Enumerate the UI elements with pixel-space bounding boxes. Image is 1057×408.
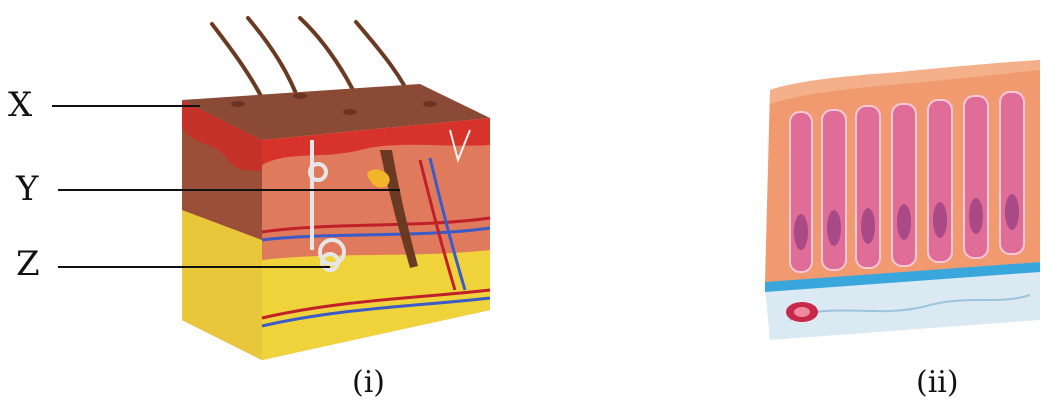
columnar-cells	[790, 92, 1024, 272]
label-z: Z	[16, 247, 40, 281]
label-x: X	[8, 88, 32, 122]
columnar-epithelium-figure	[765, 60, 1040, 340]
caption-figure-i: (i)	[352, 368, 385, 398]
caption-figure-ii: (ii)	[916, 368, 959, 398]
label-y: Y	[16, 172, 38, 206]
